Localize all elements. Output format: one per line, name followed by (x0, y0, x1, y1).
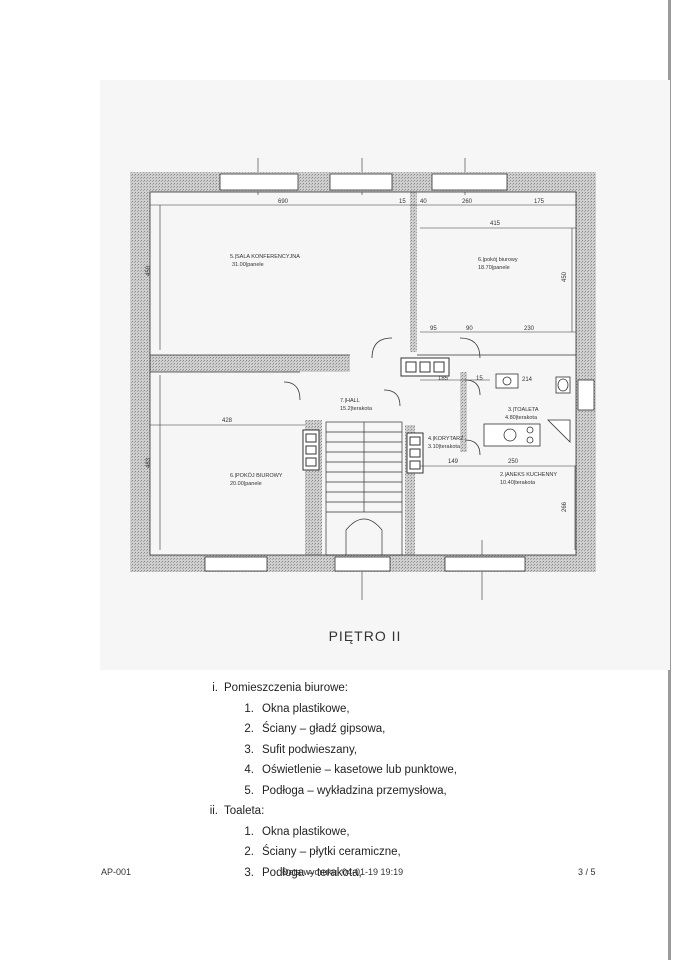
room-area: 31.00|panele (232, 262, 264, 268)
dimension-value: 483 (146, 457, 152, 468)
fixtures (483, 373, 571, 447)
dimension-value: 185 (438, 376, 449, 382)
wall-outlines (149, 191, 577, 556)
room-name: 3.|TOALETA (508, 407, 539, 413)
room-area: 3.10|terakota (428, 444, 461, 450)
document-id: AP-001 (101, 867, 132, 877)
floor-plan: 5.|SALA KONFERENCYJNA 31.00|panele 6.|po… (130, 158, 596, 600)
staircase (325, 421, 403, 556)
room-name: 4.|KORYTARZ (428, 436, 464, 442)
list-item: 1. Okna plastikowe, (204, 822, 624, 843)
dimension-value: 149 (448, 459, 459, 465)
dimension-value: 250 (508, 459, 519, 465)
plan-title: PIĘTRO II (328, 628, 402, 644)
section-marker: ii. (209, 805, 218, 817)
spec-section-toilet: ii. Toaleta: (204, 801, 624, 822)
item-number: 3. (244, 866, 254, 879)
list-item: 3. Podłoga – terakota, (204, 863, 624, 884)
room-area: 15.2|terakota (340, 406, 373, 412)
item-number: 4. (244, 764, 254, 776)
page-number: 3 / 5 (578, 867, 596, 877)
item-number: 5. (244, 784, 254, 797)
item-number: 1. (244, 702, 254, 715)
room-name: 2.|ANEKS KUCHENNY (500, 472, 557, 478)
list-item: 4. Oświetlenie – kasetowe lub punktowe, (204, 760, 624, 781)
item-text: Okna plastikowe, (262, 825, 350, 838)
room-name: 6.|POKÓJ BIUROWY (230, 472, 283, 479)
dimension-value: 175 (534, 199, 545, 205)
room-area: 20.00|panele (230, 481, 262, 487)
room-name: 7.|HALL (340, 398, 360, 404)
room-name: 6.|pokój biurowy (478, 257, 518, 263)
dimension-value: 95 (430, 326, 437, 332)
dimension-value: 266 (562, 501, 568, 512)
item-text: Podłoga – wykładzina przemysłowa, (262, 784, 447, 797)
dimension-value: 90 (466, 326, 473, 332)
dimension-value: 15 (476, 376, 483, 382)
item-text: Ściany – gładź gipsowa, (262, 723, 386, 735)
item-text: Oświetlenie – kasetowe lub punktowe, (262, 764, 457, 776)
dimension-value: 214 (522, 377, 533, 383)
dimension-value: 428 (222, 418, 233, 424)
list-item: 5. Podłoga – wykładzina przemysłowa, (204, 781, 624, 802)
room-area: 10.40|terakota (500, 480, 536, 486)
dimension-value: 230 (524, 326, 535, 332)
room-area: 18.70|panele (478, 265, 510, 271)
item-text: Okna plastikowe, (262, 702, 350, 715)
list-item: 3. Sufit podwieszany, (204, 740, 624, 761)
dimension-value: 260 (462, 199, 473, 205)
dimension-value: 15 (399, 199, 406, 205)
dimension-value: 450 (562, 271, 568, 282)
item-text: Podłoga – terakota, (262, 866, 362, 879)
windows (204, 173, 595, 572)
dimension-value: 690 (278, 199, 289, 205)
print-date: Data wydruku: 04-01-19 19:19 (282, 867, 404, 877)
section-title: Pomieszczenia biurowe: (224, 682, 349, 694)
list-item: 2. Ściany – gładź gipsowa, (204, 719, 624, 740)
item-number: 1. (244, 825, 254, 838)
dimension-value: 450 (146, 265, 152, 276)
dimension-values: 690 15 40 260 175 415 450 450 95 90 230 … (146, 199, 568, 512)
chimneys (302, 357, 450, 474)
construction-lines (257, 158, 483, 600)
list-item: 2. Ściany – płytki ceramiczne, (204, 842, 624, 863)
room-labels: 5.|SALA KONFERENCYJNA 31.00|panele 6.|po… (230, 254, 557, 487)
item-number: 2. (244, 723, 254, 735)
item-text: Ściany – płytki ceramiczne, (262, 846, 401, 858)
dimension-value: 415 (490, 221, 501, 227)
specification-list: i. Pomieszczenia biurowe: 1. Okna plastik… (204, 678, 624, 883)
item-text: Sufit podwieszany, (262, 743, 358, 756)
room-area: 4.80|terakota (505, 415, 538, 421)
room-name: 5.|SALA KONFERENCYJNA (230, 254, 300, 260)
spec-section-offices: i. Pomieszczenia biurowe: (204, 678, 624, 699)
item-number: 2. (244, 846, 254, 858)
item-number: 3. (244, 743, 254, 756)
section-marker: i. (212, 682, 218, 694)
dimension-lines (150, 204, 576, 550)
section-title: Toaleta: (224, 805, 265, 817)
dimension-value: 40 (420, 199, 427, 205)
list-item: 1. Okna plastikowe, (204, 699, 624, 720)
